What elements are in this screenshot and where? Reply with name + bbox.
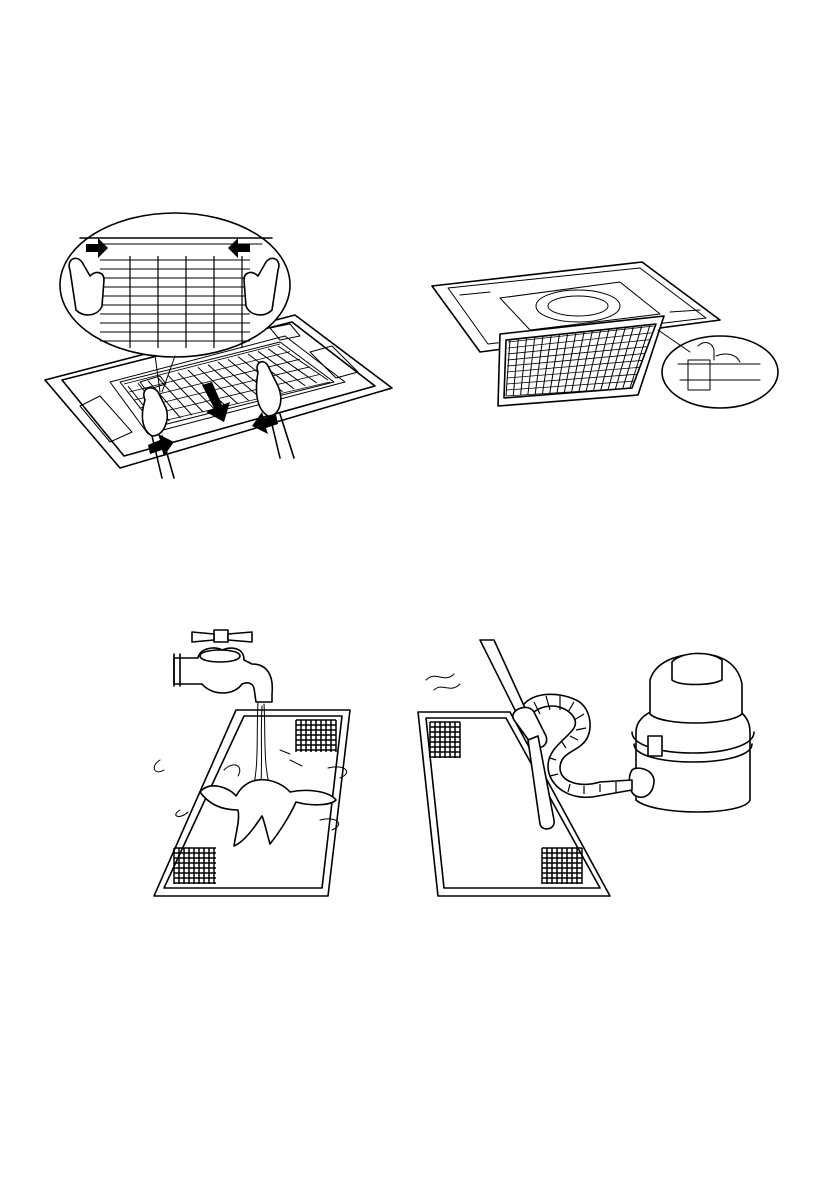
wash-filter-figure [140,620,370,900]
vacuum-cleaning-filter-illustration [410,640,760,900]
faucet-washing-filter-illustration [140,620,370,900]
faucet-icon [174,630,272,702]
open-intake-grille-illustration [430,260,790,420]
remove-filter-figure [40,210,400,490]
open-panel-figure [430,260,790,420]
magnifier-detail [658,330,778,408]
vacuum-filter-figure [410,640,760,900]
filter-mesh [430,722,460,758]
vacuum-cleaner-icon [629,653,754,812]
hands-removing-filter-illustration [40,210,400,490]
